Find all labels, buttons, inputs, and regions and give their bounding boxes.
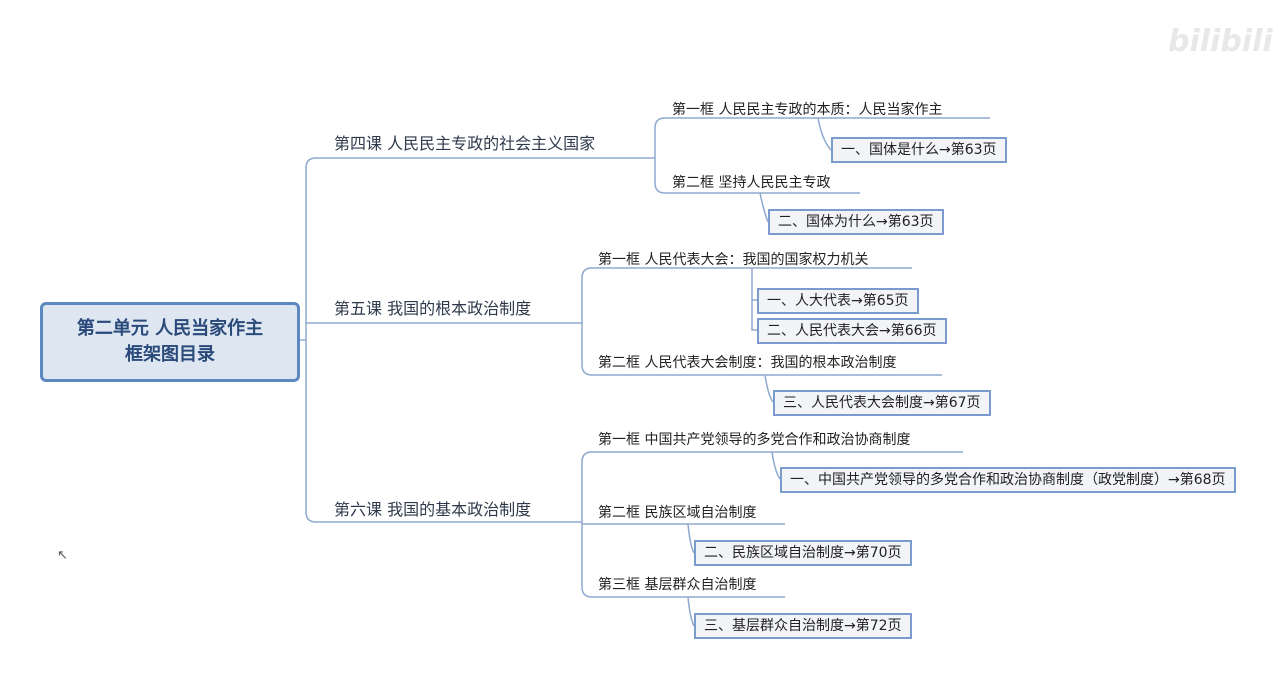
- lesson-6-node[interactable]: 第六课 我国的基本政治制度: [334, 500, 532, 519]
- mouse-cursor-icon: ↖: [57, 548, 68, 563]
- page-link-box[interactable]: 二、人民代表大会→第66页: [757, 318, 947, 344]
- frame-node[interactable]: 第三框 基层群众自治制度: [598, 577, 757, 593]
- page-link-box[interactable]: 一、人大代表→第65页: [757, 288, 919, 314]
- frame-node[interactable]: 第二框 坚持人民民主专政: [672, 175, 831, 191]
- lesson-4-node[interactable]: 第四课 人民民主专政的社会主义国家: [334, 134, 596, 153]
- page-link-box[interactable]: 三、人民代表大会制度→第67页: [773, 390, 991, 416]
- frame-node[interactable]: 第二框 民族区域自治制度: [598, 505, 757, 521]
- root-title: 第二单元 人民当家作主: [76, 318, 264, 339]
- frame-node[interactable]: 第二框 人民代表大会制度：我国的根本政治制度: [598, 355, 897, 371]
- lesson-5-node[interactable]: 第五课 我国的根本政治制度: [334, 299, 532, 318]
- bilibili-logo: bilibili: [1168, 24, 1273, 59]
- page-link-box[interactable]: 三、基层群众自治制度→第72页: [694, 613, 912, 639]
- page-link-box[interactable]: 二、民族区域自治制度→第70页: [694, 540, 912, 566]
- frame-node[interactable]: 第一框 人民代表大会：我国的国家权力机关: [598, 252, 869, 268]
- page-link-box[interactable]: 二、国体为什么→第63页: [768, 209, 944, 235]
- page-link-box[interactable]: 一、中国共产党领导的多党合作和政治协商制度（政党制度）→第68页: [780, 467, 1236, 493]
- root-subtitle: 框架图目录: [125, 344, 215, 365]
- page-link-box[interactable]: 一、国体是什么→第63页: [831, 137, 1007, 163]
- root-node[interactable]: 第二单元 人民当家作主 框架图目录: [40, 302, 300, 382]
- frame-node[interactable]: 第一框 中国共产党领导的多党合作和政治协商制度: [598, 432, 911, 448]
- frame-node[interactable]: 第一框 人民民主专政的本质：人民当家作主: [672, 102, 943, 118]
